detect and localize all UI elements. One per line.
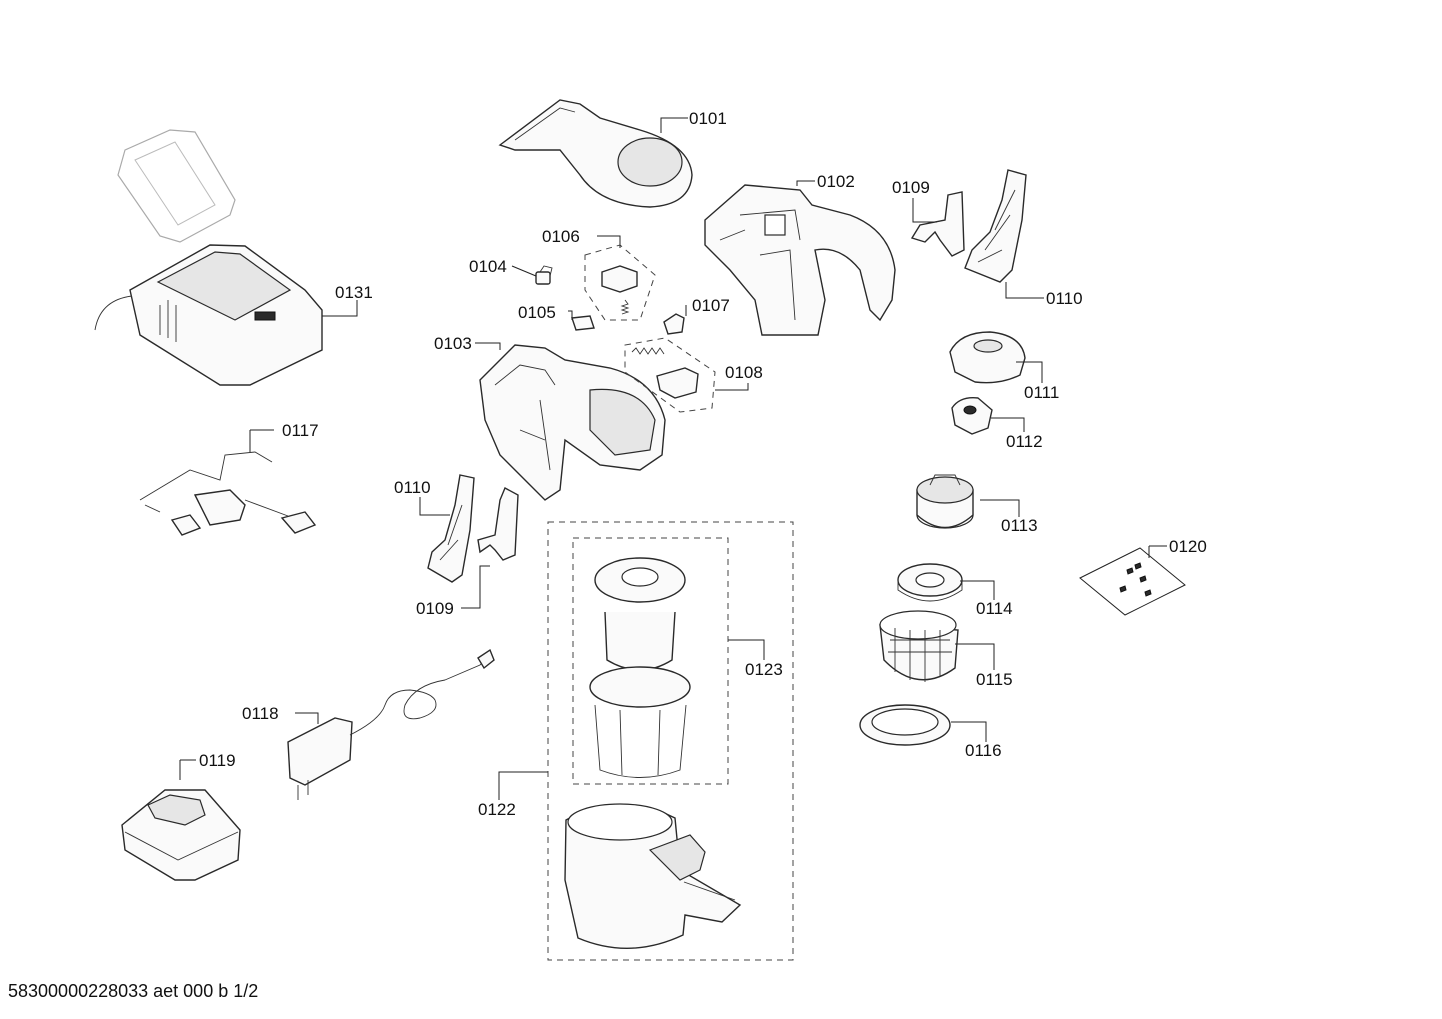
part-0107-latch [663,313,685,335]
part-0103-main-body [479,344,666,501]
part-0114-gear-ring [897,563,963,602]
part-0111-fan-cover [949,331,1026,384]
part-0109-bracket-left [477,487,519,561]
part-0112-cap [951,397,993,435]
label-0111: 0111 [1024,383,1059,402]
part-0115-mesh-housing [879,610,959,682]
label-0131: 0131 [335,283,373,302]
label-0104: 0104 [469,257,507,276]
label-0102: 0102 [817,172,855,191]
label-0123: 0123 [745,660,783,679]
part-0105-slider [571,315,595,331]
document-id: 58300000228033 aet 000 b 1/2 [8,981,258,1001]
part-0104-clip [535,265,553,285]
part-0108-release-button [624,337,716,413]
part-0131-charger-dock [94,244,323,386]
label-0103: 0103 [434,334,472,353]
label-0109-top: 0109 [892,178,930,197]
part-0101-handle-cover [498,99,693,208]
part-0102-housing-frame [704,184,896,336]
label-0105: 0105 [518,303,556,322]
leader-lines [179,117,1167,800]
part-0110-grille-right [964,169,1027,283]
label-0106: 0106 [542,227,580,246]
part-0113-motor [916,474,974,529]
part-0117-wiring-pcb [139,451,317,536]
battery-on-charger [117,129,236,243]
label-0112: 0112 [1006,432,1043,451]
part-number-labels: 0101 0102 0109 0110 0111 0112 0113 0114 … [199,109,1207,819]
part-0122-dust-container [547,521,794,961]
part-0110-grille-left [427,474,475,583]
label-0110-left: 0110 [394,478,431,497]
label-0120: 0120 [1169,537,1207,556]
label-0109-left: 0109 [416,599,454,618]
label-0113: 0113 [1001,516,1038,535]
part-0123-filter-set [572,537,729,785]
part-0116-seal-ring [859,704,951,746]
label-0118: 0118 [242,704,279,723]
part-0119-battery-pack [121,789,241,881]
label-0101: 0101 [689,109,727,128]
label-0117: 0117 [282,421,319,440]
part-0120-screw-kit [1079,547,1186,616]
label-0122: 0122 [478,800,516,819]
label-0115: 0115 [976,670,1013,689]
part-0109-bracket-right [910,191,965,257]
label-0110-top: 0110 [1046,289,1083,308]
part-0118-power-adapter [287,648,495,800]
label-0116: 0116 [965,741,1002,760]
label-0107: 0107 [692,296,730,315]
label-0119: 0119 [199,751,236,770]
label-0108: 0108 [725,363,763,382]
part-0106-button-spring [584,244,656,321]
label-0114: 0114 [976,599,1013,618]
